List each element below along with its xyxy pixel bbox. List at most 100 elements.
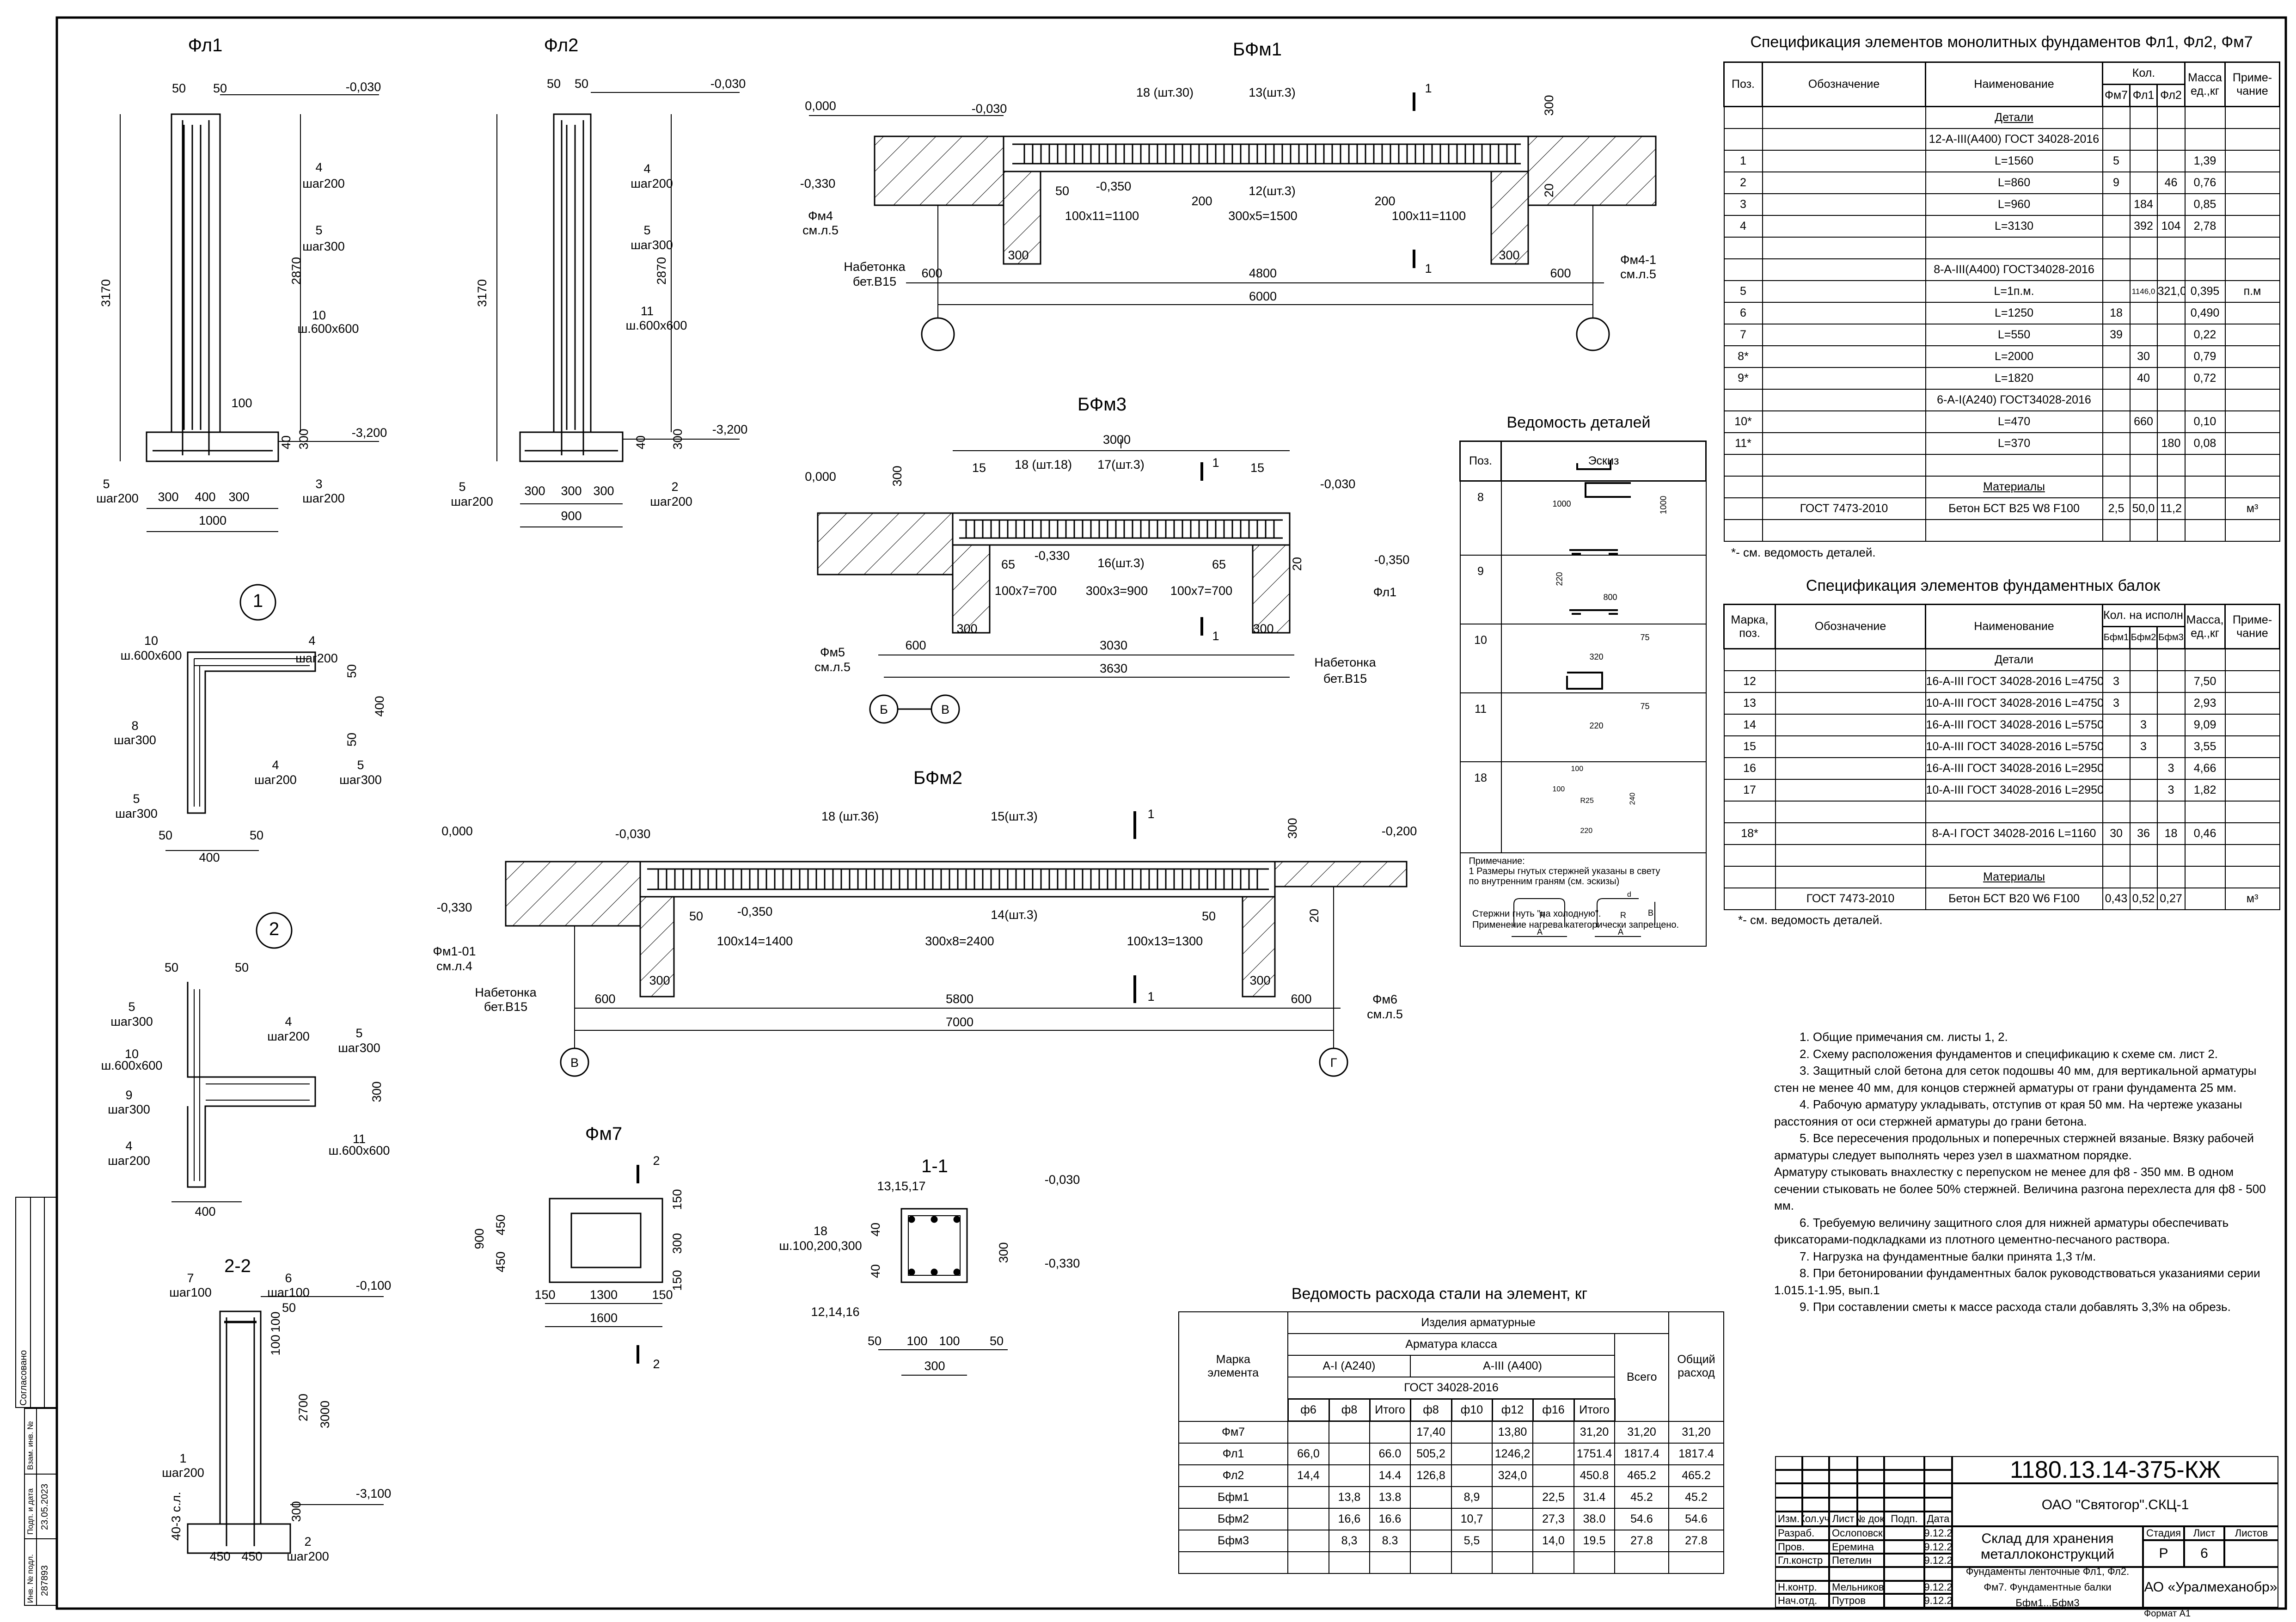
revision-cell bbox=[1857, 1498, 1884, 1512]
table-cell bbox=[1723, 888, 1776, 910]
fl2-drawing bbox=[496, 92, 740, 527]
bfm1-dimension-label: 12(шт.3) bbox=[1249, 184, 1296, 198]
table-cell bbox=[2102, 193, 2131, 216]
fl1-dimension-label: 50 bbox=[172, 81, 186, 95]
table-cell bbox=[1287, 1420, 1329, 1444]
table-cell: 7 bbox=[1723, 324, 1763, 346]
bfm1-dimension-label: -0,030 bbox=[972, 102, 1007, 116]
sec11-dimension-label: 12,14,16 bbox=[811, 1305, 859, 1319]
stage-label: Стадия bbox=[2143, 1526, 2184, 1540]
fl2-dimension-label: шаг300 bbox=[631, 238, 673, 252]
bfm2-dimension-label: 100x13=1300 bbox=[1127, 934, 1203, 948]
bfm2-dimension-label: Фм6 bbox=[1372, 992, 1397, 1006]
table-cell bbox=[2184, 476, 2226, 498]
table-cell: 19.5 bbox=[1574, 1530, 1615, 1552]
bfm2-dimension-label: 1 bbox=[1147, 990, 1154, 1004]
table-cell: 30 bbox=[2129, 345, 2158, 368]
table-cell: 18* bbox=[1723, 822, 1776, 845]
section-1-1-drawing bbox=[878, 1208, 1008, 1376]
bfm3-dimension-label: 0,000 bbox=[805, 470, 836, 484]
table-cell bbox=[2102, 432, 2131, 455]
table-cell bbox=[1532, 1551, 1574, 1574]
table-cell bbox=[2156, 519, 2186, 542]
bfm3-dimension-label: Фл1 bbox=[1373, 585, 1396, 599]
fm7-dimension-label: 900 bbox=[472, 1228, 486, 1249]
bfm2-dimension-label: 20 bbox=[1307, 909, 1321, 923]
table-cell bbox=[2224, 237, 2280, 259]
person-name bbox=[1829, 1567, 1884, 1581]
table-cell: 0,10 bbox=[2184, 410, 2226, 433]
details-title: Ведомость деталей bbox=[1506, 414, 1651, 431]
table-cell: 3 bbox=[2102, 670, 2131, 693]
fm7-dimension-label: 2 bbox=[653, 1154, 660, 1168]
table-cell bbox=[2102, 779, 2131, 802]
table-cell bbox=[1723, 519, 1763, 542]
table-cell bbox=[2224, 692, 2280, 715]
detail-pos: 9 bbox=[1459, 555, 1502, 624]
fl1-dimension-label: 4 bbox=[315, 160, 322, 174]
table-cell bbox=[2102, 106, 2131, 129]
revision-cell bbox=[1829, 1456, 1857, 1470]
table-cell: 12 bbox=[1723, 670, 1776, 693]
table-cell bbox=[1369, 1551, 1411, 1574]
bfm1-dimension-label: 300x5=1500 bbox=[1228, 209, 1297, 223]
bfm3-dimension-label: -0,350 bbox=[1374, 553, 1410, 567]
table-cell bbox=[1925, 801, 2103, 823]
person-name: Еремина bbox=[1829, 1540, 1884, 1554]
revision-cell bbox=[1829, 1498, 1857, 1512]
table-cell bbox=[1775, 648, 1926, 671]
table-cell bbox=[1178, 1551, 1288, 1574]
bfm3-dimension-label: В bbox=[941, 703, 949, 716]
column-header: Изм. bbox=[1775, 1512, 1802, 1526]
table-cell bbox=[2156, 844, 2186, 867]
header-qty-fl2: Фл2 bbox=[2156, 84, 2186, 107]
sign-date bbox=[1924, 1567, 1952, 1581]
table-cell bbox=[1762, 193, 1926, 216]
table-cell: 3 bbox=[2156, 757, 2186, 780]
node2-dimension-label: шаг200 bbox=[267, 1029, 310, 1043]
role-label: Пров. bbox=[1775, 1540, 1829, 1554]
fl1-dimension-label: 100 bbox=[231, 396, 252, 410]
header-sketch: Эскиз bbox=[1500, 441, 1707, 482]
bfm2-dimension-label: Набетонка bbox=[475, 985, 537, 999]
revision-cell bbox=[1857, 1483, 1884, 1498]
table-cell: 6 bbox=[1723, 302, 1763, 324]
revision-cell bbox=[1884, 1456, 1924, 1470]
bfm1-dimension-label: Набетонка bbox=[844, 260, 906, 274]
table-cell bbox=[2184, 801, 2226, 823]
table-cell bbox=[1762, 171, 1926, 194]
column-header: Дата bbox=[1924, 1512, 1952, 1526]
table-cell bbox=[1775, 735, 1926, 758]
revision-cell bbox=[1924, 1470, 1952, 1483]
sec22-dimension-label: 2 bbox=[304, 1535, 311, 1549]
node1-dimension-label: шаг200 bbox=[254, 773, 297, 787]
sec11-dimension-label: -0,330 bbox=[1045, 1256, 1080, 1270]
bend-note-1: Стержни гнуть "на холодную". bbox=[1472, 909, 1601, 919]
header-qty-bfm1: Бфм1 bbox=[2102, 626, 2131, 649]
node1-dimension-label: 4 bbox=[272, 758, 279, 772]
side-stamp: Согласовано bbox=[15, 1197, 57, 1408]
table-cell: Фм7 bbox=[1178, 1420, 1288, 1444]
table-cell bbox=[2129, 258, 2158, 281]
table-cell: п.м bbox=[2224, 280, 2280, 303]
company-name: АО «Уралмеханобр» bbox=[2143, 1567, 2278, 1608]
dim: 75 bbox=[1640, 633, 1650, 642]
table-cell bbox=[2184, 497, 2226, 520]
fl2-dimension-label: -3,200 bbox=[712, 422, 748, 436]
sec22-dimension-label: шаг200 bbox=[162, 1466, 204, 1480]
sec11-dimension-label: 50 bbox=[868, 1334, 882, 1348]
table-cell: 1,39 bbox=[2184, 150, 2226, 172]
table-cell bbox=[2129, 866, 2158, 888]
table-cell: 15 bbox=[1723, 735, 1776, 758]
table-cell: 14.4 bbox=[1369, 1464, 1411, 1487]
node1-dimension-label: 4 bbox=[308, 634, 315, 648]
table-cell: 12-А-III(А400) ГОСТ 34028-2016 bbox=[1925, 128, 2103, 151]
table-cell: 10-А-III ГОСТ 34028-2016 L=5750 bbox=[1925, 735, 2103, 758]
revision-cell bbox=[1924, 1498, 1952, 1512]
